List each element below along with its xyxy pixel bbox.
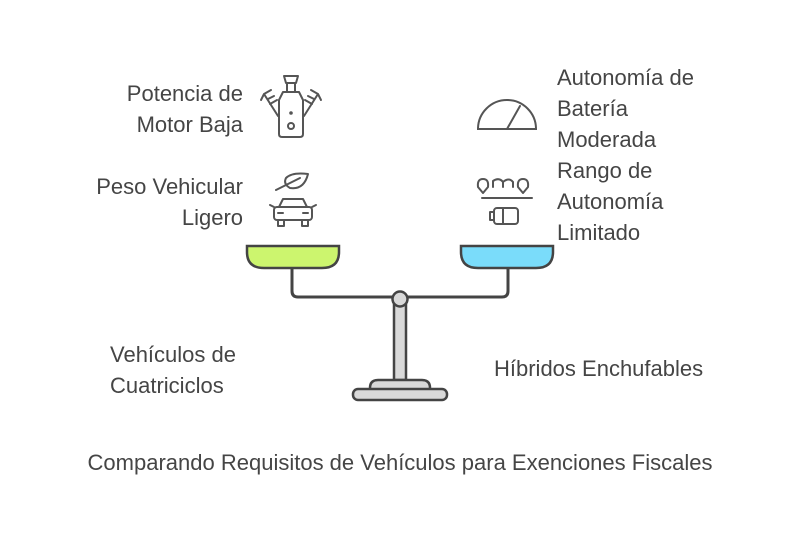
left-item-2-label: Peso Vehicular Ligero <box>96 171 243 233</box>
label-line: Rango de <box>557 158 653 183</box>
scale-pivot <box>391 290 409 308</box>
engine-icon <box>260 75 322 138</box>
leaf-car-icon <box>269 172 317 227</box>
right-pan <box>459 244 555 270</box>
diagram-title: Comparando Requisitos de Vehículos para … <box>87 450 713 475</box>
right-category-label: Híbridos Enchufables <box>494 353 703 384</box>
route-battery-icon <box>476 178 533 225</box>
gauge-icon <box>476 99 538 130</box>
label-line: Moderada <box>557 127 657 152</box>
label-line: Híbridos Enchufables <box>494 356 704 381</box>
label-line: Vehículos de <box>110 342 236 367</box>
label-line: Autonomía <box>557 189 664 214</box>
label-line: Autonomía de <box>557 65 694 90</box>
scale-base <box>351 387 449 402</box>
right-item-1-label: Autonomía de Batería Moderada <box>557 62 694 155</box>
left-pan <box>245 244 341 270</box>
label-line: Limitado <box>557 220 641 245</box>
left-item-1-label: Potencia de Motor Baja <box>127 78 243 140</box>
scale-pole <box>392 303 408 382</box>
label-line: Batería <box>557 96 628 121</box>
label-line: Peso Vehicular <box>96 174 243 199</box>
label-line: Cuatriciclos <box>110 373 224 398</box>
label-line: Motor Baja <box>136 112 243 137</box>
right-item-2-label: Rango de Autonomía Limitado <box>557 155 663 248</box>
left-category-label: Vehículos de Cuatriciclos <box>110 339 236 401</box>
label-line: Ligero <box>181 205 243 230</box>
label-line: Potencia de <box>126 81 243 106</box>
